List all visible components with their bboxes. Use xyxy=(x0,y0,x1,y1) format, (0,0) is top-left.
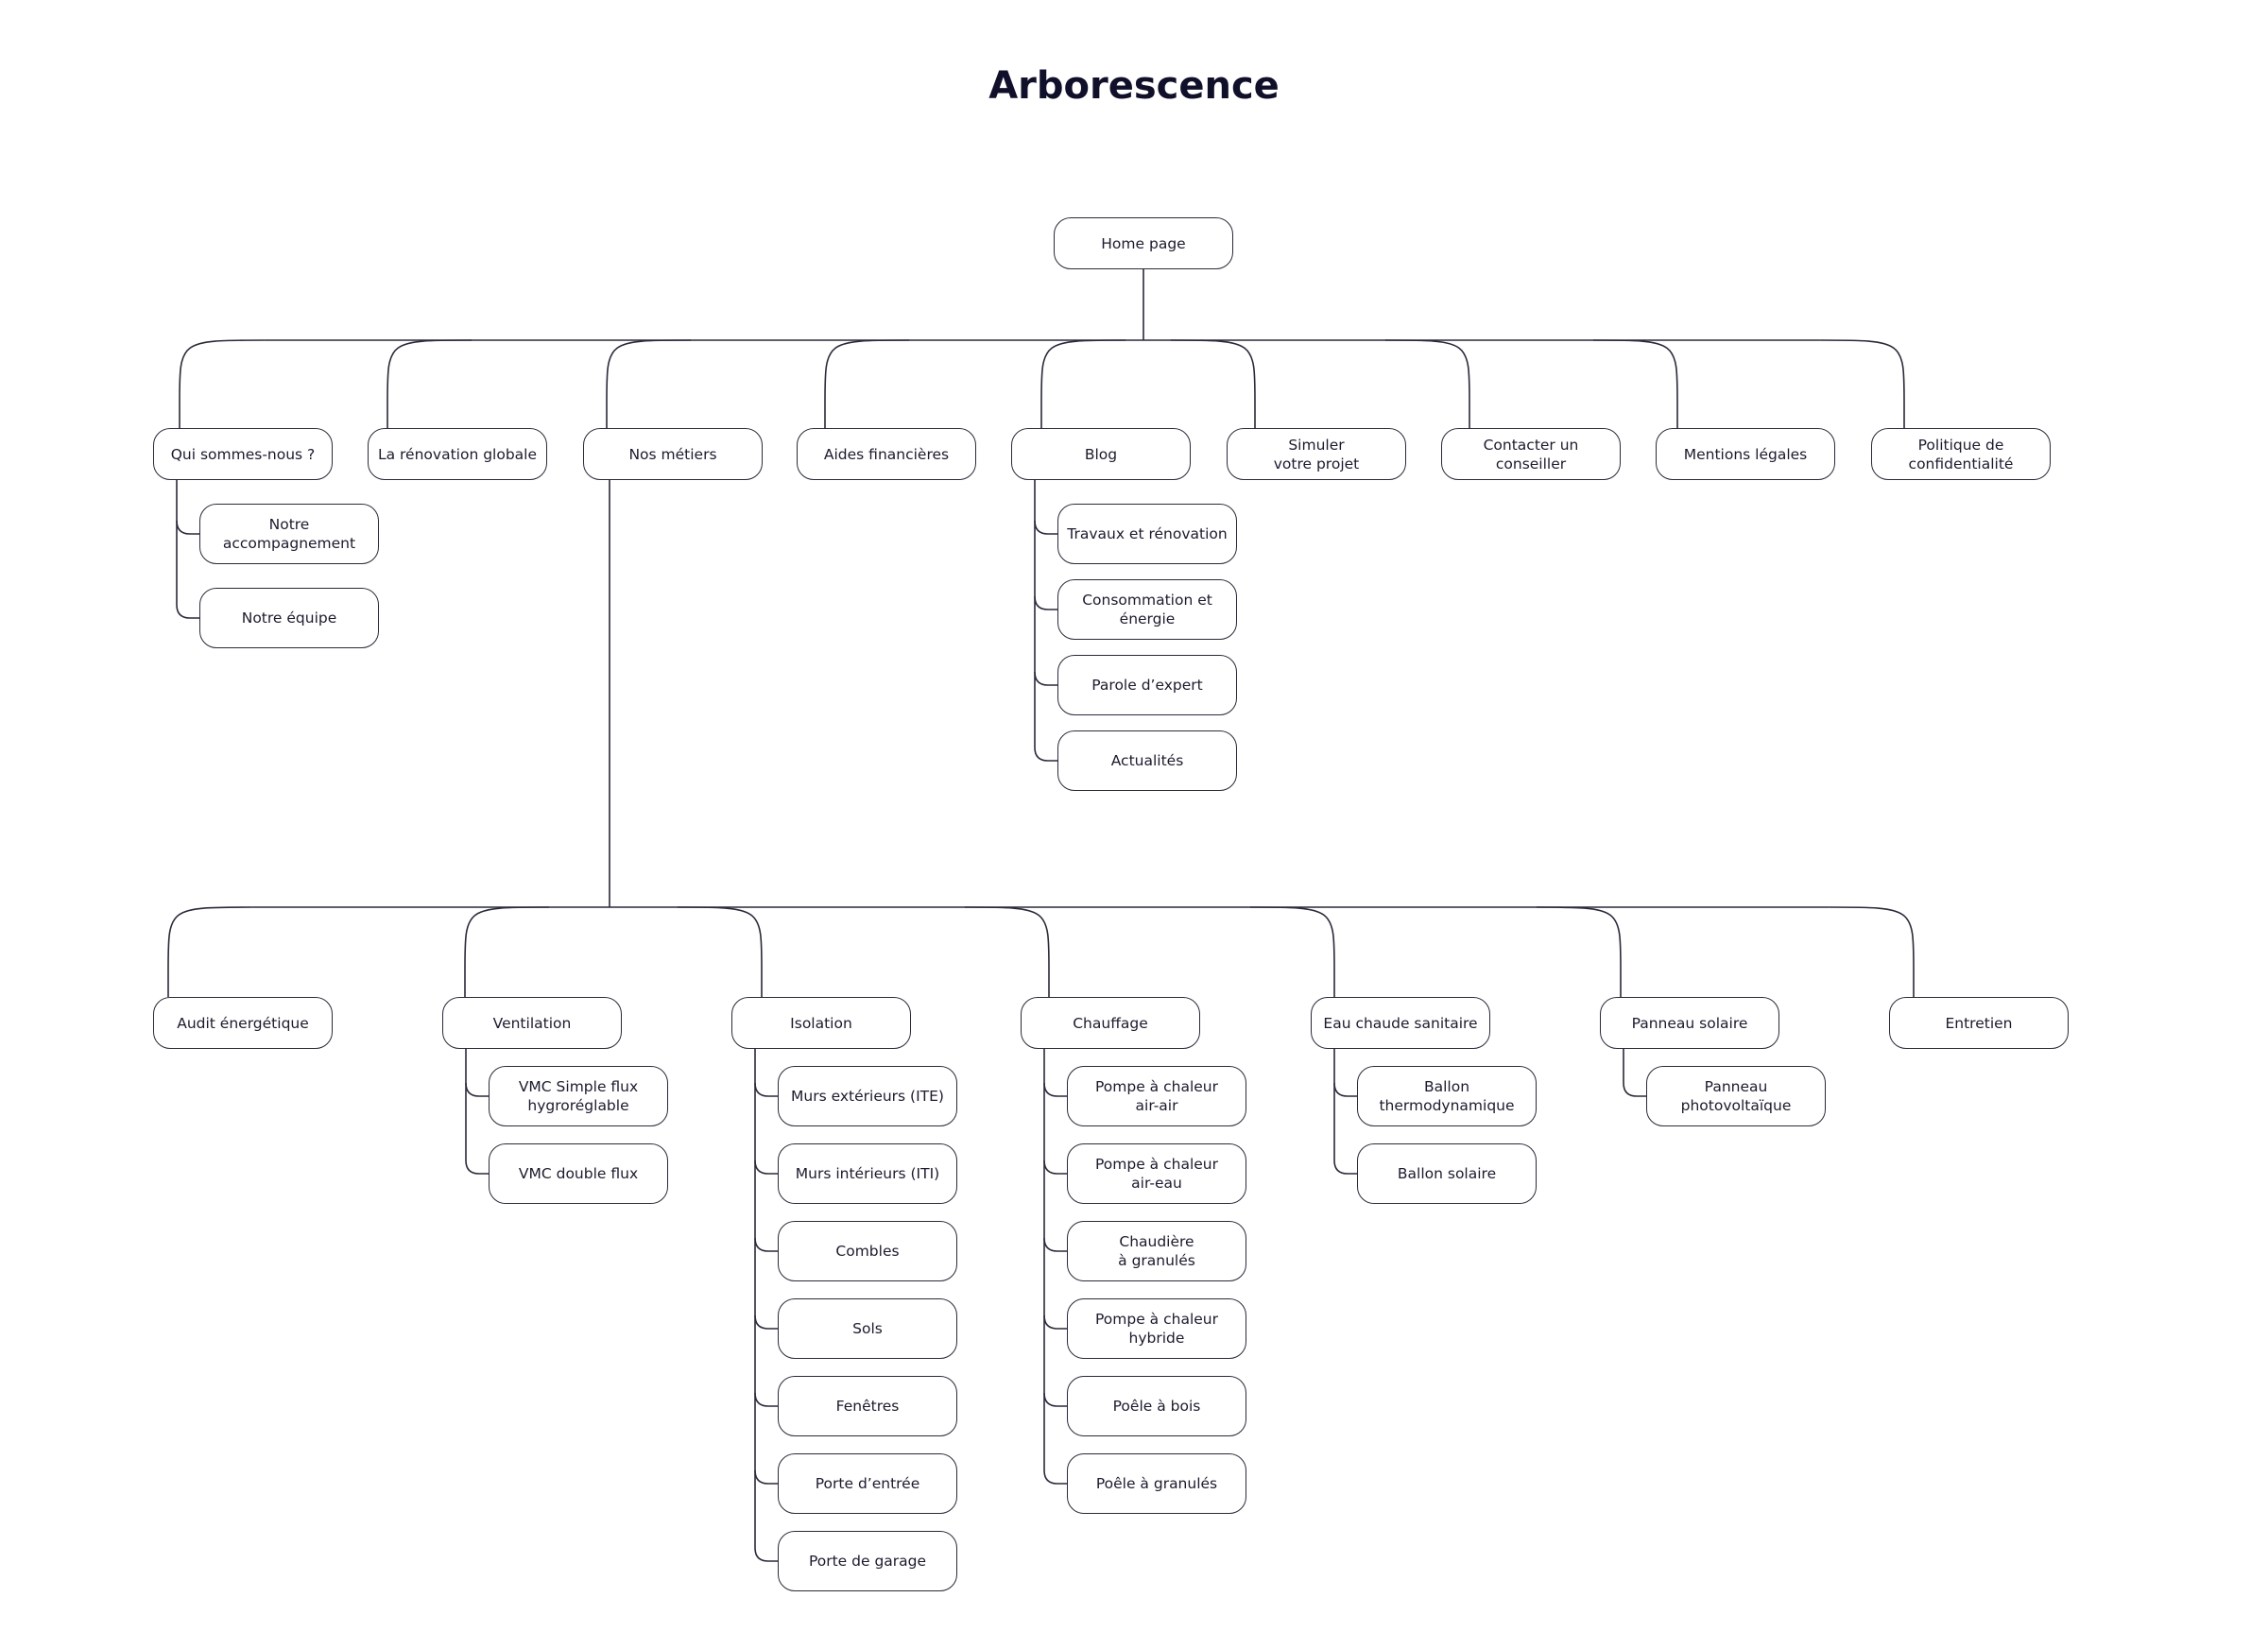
connector-ventilation-vmc-simple-flux-hygroreglable xyxy=(465,1082,489,1097)
chauffage-pompe-a-chaleur-air-air[interactable]: Pompe à chaleur air-air xyxy=(1067,1066,1246,1126)
node-entretien[interactable]: Entretien xyxy=(1889,997,2069,1049)
connector-l2-eau xyxy=(1249,906,1335,997)
connector-l2-audit xyxy=(167,906,253,997)
qui-notre-accompagnement[interactable]: Notre accompagnement xyxy=(199,504,379,564)
node-qui[interactable]: Qui sommes-nous ? xyxy=(153,428,333,480)
connector-l1-mentions xyxy=(1592,339,1678,428)
node-panneau[interactable]: Panneau solaire xyxy=(1600,997,1779,1049)
connector-ventilation-vmc-double-flux xyxy=(465,1159,489,1175)
connector-isolation-murs-exterieurs-ite xyxy=(754,1082,778,1097)
connector-chauffage-pompe-a-chaleur-air-air xyxy=(1043,1082,1067,1097)
isolation-murs-exterieurs-ite[interactable]: Murs extérieurs (ITE) xyxy=(778,1066,957,1126)
node-blog[interactable]: Blog xyxy=(1011,428,1191,480)
connector-l2-entretien xyxy=(1829,906,1915,997)
node-metiers[interactable]: Nos métiers xyxy=(583,428,763,480)
node-politique[interactable]: Politique de confidentialité xyxy=(1871,428,2051,480)
blog-actualites[interactable]: Actualités xyxy=(1057,730,1237,791)
connector-isolation-porte-d-entree xyxy=(754,1469,778,1485)
connector-blog-consommation-et-energie xyxy=(1034,595,1057,610)
isolation-fenetres[interactable]: Fenêtres xyxy=(778,1376,957,1436)
connector-eau-ballon-solaire xyxy=(1333,1159,1357,1175)
ventilation-vmc-double-flux[interactable]: VMC double flux xyxy=(489,1143,668,1204)
isolation-porte-d-entree[interactable]: Porte d’entrée xyxy=(778,1453,957,1514)
connector-qui-notre-accompagnement xyxy=(176,520,199,535)
eau-ballon-solaire[interactable]: Ballon solaire xyxy=(1357,1143,1537,1204)
node-audit[interactable]: Audit énergétique xyxy=(153,997,333,1049)
node-isolation[interactable]: Isolation xyxy=(731,997,911,1049)
node-contact[interactable]: Contacter un conseiller xyxy=(1441,428,1621,480)
node-ventilation[interactable]: Ventilation xyxy=(442,997,622,1049)
connector-chauffage-pompe-a-chaleur-air-eau xyxy=(1043,1159,1067,1175)
connector-isolation-sols xyxy=(754,1314,778,1330)
connector-l2-panneau xyxy=(1536,906,1622,997)
chauffage-poele-a-bois[interactable]: Poêle à bois xyxy=(1067,1376,1246,1436)
connector-blog-parole-d-expert xyxy=(1034,671,1057,686)
isolation-porte-de-garage[interactable]: Porte de garage xyxy=(778,1531,957,1591)
connector-chauffage-chaudiere-a-granules xyxy=(1043,1237,1067,1252)
node-aides[interactable]: Aides financières xyxy=(797,428,976,480)
node-simuler[interactable]: Simuler votre projet xyxy=(1227,428,1406,480)
connector-l2-ventilation xyxy=(464,906,550,997)
connector-l1-simuler xyxy=(1170,339,1256,428)
connector-chauffage-poele-a-bois xyxy=(1043,1392,1067,1407)
connector-isolation-murs-interieurs-iti xyxy=(754,1159,778,1175)
connector-chauffage-pompe-a-chaleur-hybride xyxy=(1043,1314,1067,1330)
connector-l1-renovation xyxy=(387,339,472,428)
connector-blog-actualites xyxy=(1034,747,1057,762)
connector-qui-notre-equipe xyxy=(176,604,199,619)
chauffage-chaudiere-a-granules[interactable]: Chaudière à granulés xyxy=(1067,1221,1246,1281)
connector-isolation-porte-de-garage xyxy=(754,1547,778,1562)
connector-l1-qui xyxy=(179,339,265,428)
ventilation-vmc-simple-flux-hygroreglable[interactable]: VMC Simple flux hygroréglable xyxy=(489,1066,668,1126)
chauffage-pompe-a-chaleur-hybride[interactable]: Pompe à chaleur hybride xyxy=(1067,1298,1246,1359)
connector-l1-blog xyxy=(1040,339,1126,428)
eau-ballon-thermodynamique[interactable]: Ballon thermodynamique xyxy=(1357,1066,1537,1126)
connector-l1-contact xyxy=(1384,339,1470,428)
blog-travaux-et-renovation[interactable]: Travaux et rénovation xyxy=(1057,504,1237,564)
qui-notre-equipe[interactable]: Notre équipe xyxy=(199,588,379,648)
connector-isolation-fenetres xyxy=(754,1392,778,1407)
blog-parole-d-expert[interactable]: Parole d’expert xyxy=(1057,655,1237,715)
isolation-sols[interactable]: Sols xyxy=(778,1298,957,1359)
node-chauffage[interactable]: Chauffage xyxy=(1021,997,1200,1049)
connector-l2-chauffage xyxy=(964,906,1050,997)
isolation-combles[interactable]: Combles xyxy=(778,1221,957,1281)
connector-l1-aides xyxy=(824,339,910,428)
node-eau[interactable]: Eau chaude sanitaire xyxy=(1311,997,1490,1049)
connector-chauffage-poele-a-granules xyxy=(1043,1469,1067,1485)
node-mentions[interactable]: Mentions légales xyxy=(1656,428,1835,480)
connector-isolation-combles xyxy=(754,1237,778,1252)
blog-consommation-et-energie[interactable]: Consommation et énergie xyxy=(1057,579,1237,640)
chauffage-poele-a-granules[interactable]: Poêle à granulés xyxy=(1067,1453,1246,1514)
node-renovation[interactable]: La rénovation globale xyxy=(368,428,547,480)
page-title: Arborescence xyxy=(988,64,1280,108)
node-home-page[interactable]: Home page xyxy=(1054,217,1233,269)
connector-eau-ballon-thermodynamique xyxy=(1333,1082,1357,1097)
panneau-panneau-photovoltaique[interactable]: Panneau photovoltaïque xyxy=(1646,1066,1826,1126)
isolation-murs-interieurs-iti[interactable]: Murs intérieurs (ITI) xyxy=(778,1143,957,1204)
connector-l2-isolation xyxy=(677,906,763,997)
connector-l1-metiers xyxy=(606,339,692,428)
chauffage-pompe-a-chaleur-air-eau[interactable]: Pompe à chaleur air-eau xyxy=(1067,1143,1246,1204)
connector-panneau-panneau-photovoltaique xyxy=(1623,1082,1646,1097)
connector-blog-travaux-et-renovation xyxy=(1034,520,1057,535)
connector-l1-politique xyxy=(1819,339,1905,428)
